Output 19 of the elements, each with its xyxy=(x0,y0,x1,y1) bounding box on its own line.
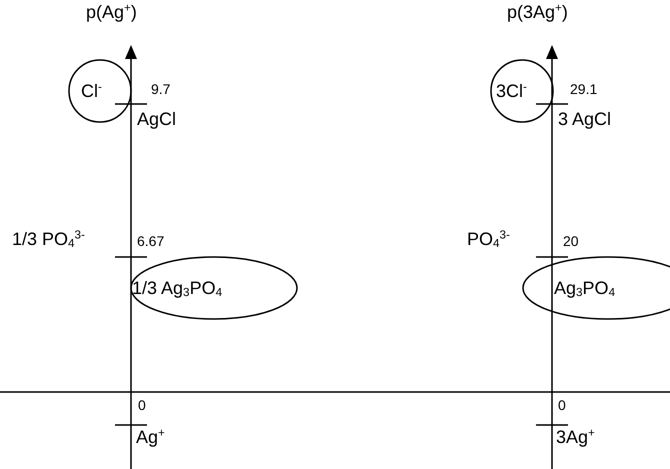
tick-value: 20 xyxy=(563,234,579,250)
tick-value: 9.7 xyxy=(151,82,170,98)
species-circle xyxy=(68,59,132,123)
tick-value: 29.1 xyxy=(570,82,598,98)
tick-value: 6.67 xyxy=(137,234,164,250)
species-label: Cl$^{-}$ xyxy=(81,81,102,101)
species-label: Ag$^{+}$ xyxy=(136,428,165,448)
species-ellipse xyxy=(130,256,298,320)
species-label: 3 AgCl xyxy=(558,110,612,130)
species-label: 1/3 Ag$_{3}$PO$_{4}$ xyxy=(132,278,222,298)
species-label: 3Cl$^{-}$ xyxy=(496,81,527,101)
species-circle xyxy=(490,59,554,123)
tick-value: 0 xyxy=(138,398,146,414)
species-label: AgCl xyxy=(137,110,176,130)
species-label: Ag$_{3}$PO$_{4}$ xyxy=(554,278,616,298)
species-label: 3Ag$^{+}$ xyxy=(556,428,595,448)
axis-title: p(Ag$^{+}$) xyxy=(86,3,137,23)
tick-value: 0 xyxy=(558,398,566,414)
axis-title: p(3Ag$^{+}$) xyxy=(507,3,568,23)
